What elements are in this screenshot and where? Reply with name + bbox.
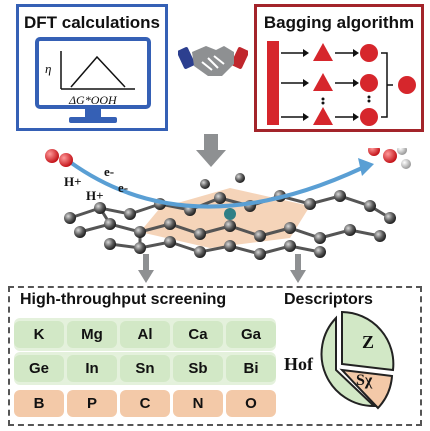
descriptors-title: Descriptors xyxy=(284,291,373,308)
down-arrow-icon xyxy=(196,134,226,167)
monitor-icon xyxy=(35,37,151,123)
dft-calculations-panel: DFT calculations η ΔG*OOH xyxy=(16,4,168,131)
element-cell: In xyxy=(67,355,117,382)
bagging-flow-diagram xyxy=(267,41,416,126)
electron-label-1: e- xyxy=(104,164,115,179)
element-cell: Al xyxy=(120,321,170,348)
proton-label-1: H+ xyxy=(64,174,82,189)
element-cell: P xyxy=(67,390,117,417)
bagging-title: Bagging algorithm xyxy=(263,13,415,32)
element-cell: O xyxy=(226,390,276,417)
delta-g-label: ΔG*OOH xyxy=(69,93,117,107)
element-cell: Sb xyxy=(173,355,223,382)
screening-title: High-throughput screening xyxy=(20,291,227,308)
element-cell: Bi xyxy=(226,355,276,382)
down-arrow-icon xyxy=(138,254,154,283)
pie-slice-sx xyxy=(339,368,394,410)
proton-label-2: H+ xyxy=(86,188,104,203)
dft-title: DFT calculations xyxy=(23,13,161,32)
pie-slice-z xyxy=(341,310,395,372)
element-cell: K xyxy=(14,321,64,348)
element-cell: Ca xyxy=(173,321,223,348)
element-cell: Mg xyxy=(67,321,117,348)
element-cell: Ga xyxy=(226,321,276,348)
down-arrow-icon xyxy=(290,254,306,283)
element-cell: Sn xyxy=(120,355,170,382)
eta-label: η xyxy=(45,61,52,76)
bagging-algorithm-panel: Bagging algorithm xyxy=(254,4,424,132)
handshake-icon xyxy=(178,46,248,76)
screening-panel xyxy=(8,286,422,426)
element-grid: K Mg Al Ca Ga Ge In Sn Sb Bi B P C N O xyxy=(14,318,284,422)
element-cell: B xyxy=(14,390,64,417)
element-cell: C xyxy=(120,390,170,417)
element-cell: Ge xyxy=(14,355,64,382)
electron-label-2: e- xyxy=(118,180,129,195)
hof-label: Hof xyxy=(284,354,313,374)
pie-slice-hof xyxy=(320,315,377,408)
descriptors-pie-chart xyxy=(320,310,395,410)
z-label: Z xyxy=(362,332,375,352)
catalyst-molecule-diagram xyxy=(45,148,411,260)
element-cell: N xyxy=(173,390,223,417)
sx-label: Sχ xyxy=(356,372,373,389)
